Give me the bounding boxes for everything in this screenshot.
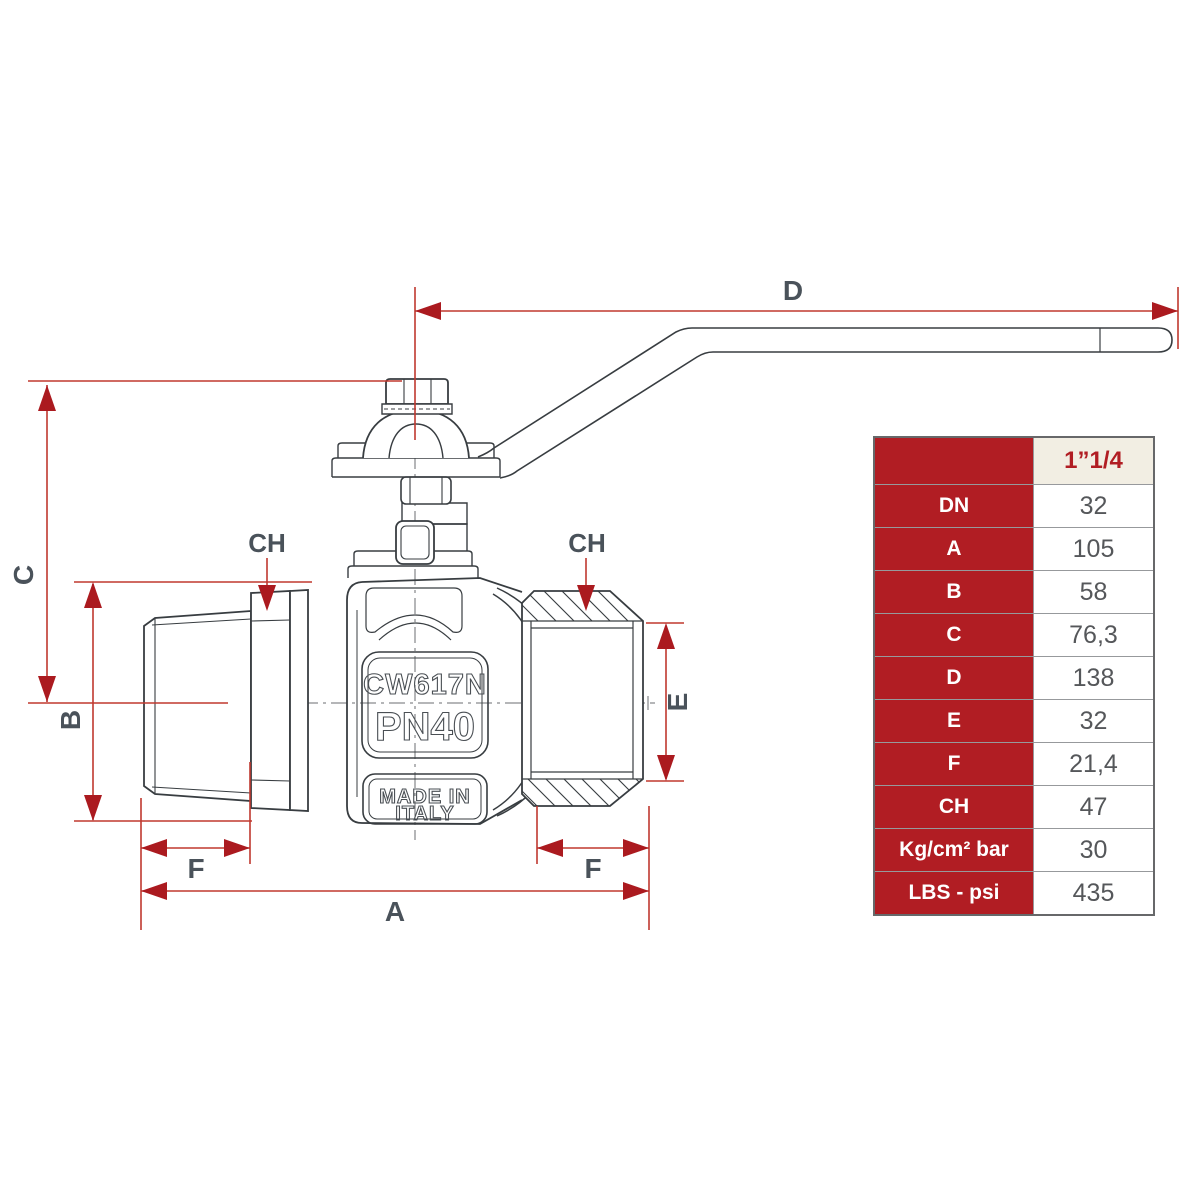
dimension-labels: D C B E CH CH F F A	[8, 275, 803, 927]
row-value: 47	[1033, 786, 1153, 828]
origin-marking-2: ITALY	[395, 803, 454, 825]
table-row: C 76,3	[875, 613, 1153, 656]
table-row: F 21,4	[875, 742, 1153, 785]
row-value: 105	[1033, 528, 1153, 570]
dim-label-F-right: F	[584, 853, 601, 884]
pressure-marking: PN40	[375, 705, 475, 749]
stem-hex-nut	[385, 378, 449, 405]
dim-label-CH-right: CH	[568, 528, 606, 558]
table-row: LBS - psi 435	[875, 871, 1153, 914]
dim-label-F-left: F	[187, 853, 204, 884]
row-label: Kg/cm² bar	[875, 829, 1033, 871]
valve-body	[346, 577, 523, 825]
dim-label-C: C	[8, 565, 39, 585]
body-scallop-panel	[365, 587, 463, 641]
table-row: A 105	[875, 527, 1153, 570]
row-value: 138	[1033, 657, 1153, 699]
row-value: 32	[1033, 485, 1153, 527]
origin-marking-1: MADE IN	[379, 786, 470, 808]
table-row: DN 32	[875, 484, 1153, 527]
dimensions: D C B E CH CH F F A	[8, 275, 1179, 930]
row-value: 58	[1033, 571, 1153, 613]
row-label: B	[875, 571, 1033, 613]
spec-header-size: 1”1/4	[1033, 438, 1153, 484]
spec-table: 1”1/4 DN 32 A 105 B 58 C 76,3 D 138 E 32…	[873, 436, 1155, 916]
table-row: E 32	[875, 699, 1153, 742]
row-value: 30	[1033, 829, 1153, 871]
handle	[477, 327, 1173, 479]
row-value: 32	[1033, 700, 1153, 742]
table-row: CH 47	[875, 785, 1153, 828]
alloy-marking: CW617N	[363, 669, 487, 701]
row-value: 435	[1033, 872, 1153, 914]
row-label: E	[875, 700, 1033, 742]
spec-table-header-row: 1”1/4	[875, 438, 1153, 484]
engraved-markings: CW617N PN40 MADE IN ITALY	[363, 668, 487, 825]
packing-nut	[400, 476, 452, 505]
row-label: C	[875, 614, 1033, 656]
row-label: A	[875, 528, 1033, 570]
origin-plate	[362, 773, 488, 825]
male-thread-end	[143, 610, 252, 802]
spec-header-empty-cell	[875, 438, 1033, 484]
dimension-arrowheads	[38, 302, 1178, 900]
dim-label-E: E	[662, 693, 693, 712]
dim-label-A: A	[385, 896, 405, 927]
dim-label-D: D	[783, 275, 803, 306]
handle-hub-dome	[362, 409, 470, 459]
table-row: Kg/cm² bar 30	[875, 828, 1153, 871]
row-label: D	[875, 657, 1033, 699]
row-label: F	[875, 743, 1033, 785]
female-nut	[521, 590, 644, 807]
hex-nut	[250, 589, 309, 812]
row-value: 21,4	[1033, 743, 1153, 785]
table-row: B 58	[875, 570, 1153, 613]
row-label: LBS - psi	[875, 872, 1033, 914]
row-label: CH	[875, 786, 1033, 828]
dim-label-CH-left: CH	[248, 528, 286, 558]
table-row: D 138	[875, 656, 1153, 699]
stem-assembly	[331, 378, 501, 578]
row-label: DN	[875, 485, 1033, 527]
body-marking-plate	[361, 651, 489, 759]
dim-label-B: B	[55, 710, 86, 730]
stem-square-nut	[395, 520, 435, 565]
row-value: 76,3	[1033, 614, 1153, 656]
